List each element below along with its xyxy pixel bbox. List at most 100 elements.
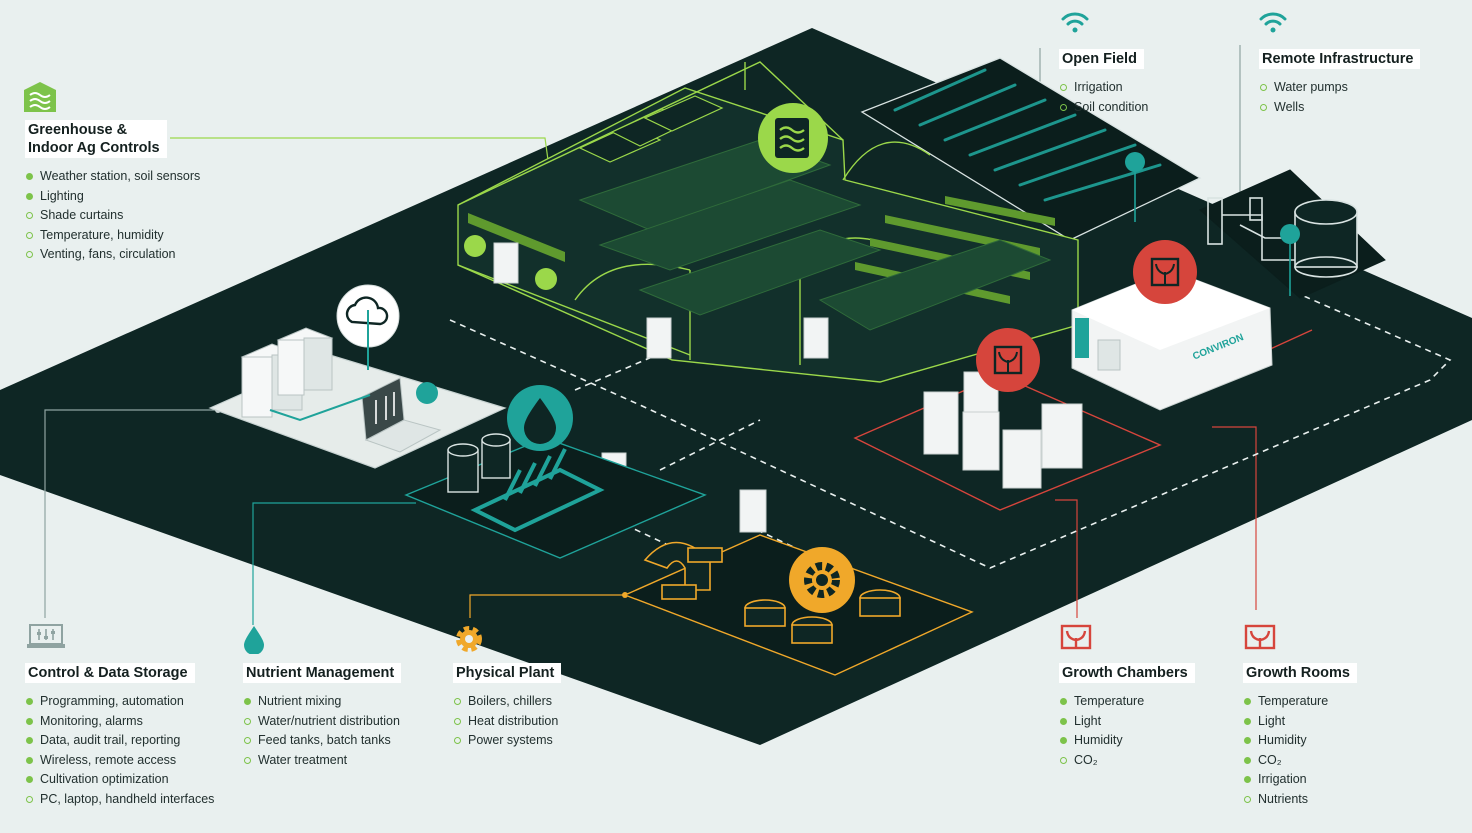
wifi-icon	[1060, 10, 1090, 36]
hollow-bullet-icon	[244, 737, 251, 745]
list-item-label: Wireless, remote access	[40, 752, 177, 767]
list-item-label: Temperature	[1074, 694, 1145, 708]
hollow-bullet-icon	[1244, 795, 1251, 803]
list-item-label: Cultivation optimization	[40, 772, 169, 787]
filled-bullet-icon	[26, 717, 33, 725]
filled-bullet-icon	[1244, 776, 1251, 784]
hollow-bullet-icon	[244, 717, 251, 725]
list-item: Venting, fans, circulation	[25, 245, 200, 265]
filled-bullet-icon	[1244, 756, 1251, 764]
list-item-label: Temperature, humidity	[40, 227, 164, 242]
filled-bullet-icon	[26, 698, 33, 705]
list-item: Lighting	[25, 187, 200, 207]
list-item: Water pumps	[1259, 78, 1420, 98]
crop-rows	[893, 68, 1162, 202]
list-item-label: Water pumps	[1274, 80, 1348, 94]
list-item: Wireless, remote access	[25, 751, 214, 771]
nutrient-tanks	[447, 433, 511, 493]
solar-panels	[578, 95, 724, 163]
filled-bullet-icon	[26, 737, 33, 745]
filled-bullet-icon	[1060, 698, 1067, 705]
list-item-label: Humidity	[1074, 733, 1123, 748]
water-drop-icon	[243, 626, 265, 655]
cloud-badge	[336, 284, 400, 370]
water-tank	[1294, 199, 1358, 278]
hollow-bullet-icon	[26, 795, 33, 803]
filled-bullet-icon	[26, 173, 33, 180]
list-item-label: Shade curtains	[40, 208, 124, 223]
list-item: Data, audit trail, reporting	[25, 731, 214, 751]
physical-title: Physical Plant	[453, 663, 562, 683]
wifi-icon	[1258, 10, 1288, 36]
chiller-units	[744, 589, 901, 644]
greenhouse-waves-icon	[24, 82, 56, 112]
list-item: Nutrients	[1243, 790, 1357, 810]
list-item: Power systems	[453, 731, 561, 751]
gear-badge	[789, 547, 855, 613]
list-item: Temperature	[1243, 692, 1357, 712]
list-item-label: Feed tanks, batch tanks	[258, 733, 391, 748]
open-field-plot	[860, 57, 1202, 241]
hollow-bullet-icon	[454, 737, 461, 745]
laptop-sliders-icon	[27, 624, 65, 650]
list-item: Cultivation optimization	[25, 770, 214, 790]
list-item: Water treatment	[243, 751, 401, 771]
list-item: Monitoring, alarms	[25, 712, 214, 732]
filled-bullet-icon	[26, 192, 33, 200]
hollow-bullet-icon	[26, 251, 33, 259]
list-item: Heat distribution	[453, 712, 561, 732]
list-item-label: Lighting	[40, 188, 84, 203]
list-item-label: Venting, fans, circulation	[40, 247, 176, 262]
growth-chamber-units	[923, 371, 1083, 489]
hollow-bullet-icon	[1260, 84, 1267, 91]
rooms-title: Growth Rooms	[1243, 663, 1357, 683]
list-item-label: CO₂	[1258, 752, 1282, 767]
list-item-label: Light	[1258, 713, 1286, 728]
laptop	[361, 377, 442, 453]
plant-box-icon	[1244, 624, 1276, 650]
filled-bullet-icon	[1060, 717, 1067, 725]
hollow-bullet-icon	[26, 212, 33, 220]
hollow-bullet-icon	[26, 231, 33, 239]
list-item: Irrigation	[1243, 770, 1357, 790]
list-item-label: Weather station, soil sensors	[40, 169, 201, 183]
list-item: Feed tanks, batch tanks	[243, 731, 401, 751]
open-field-title: Open Field	[1059, 49, 1144, 69]
list-item: PC, laptop, handheld interfaces	[25, 790, 214, 810]
water-drop-badge	[507, 385, 573, 451]
plant-box-icon	[1060, 624, 1092, 650]
data-link	[269, 394, 371, 422]
list-item: CO₂	[1059, 751, 1195, 771]
growth-room-badge	[1133, 240, 1197, 304]
filled-bullet-icon	[1060, 737, 1067, 745]
list-item-label: Monitoring, alarms	[40, 713, 143, 728]
list-item: Temperature	[1059, 692, 1195, 712]
list-item: Humidity	[1059, 731, 1195, 751]
list-item: Temperature, humidity	[25, 226, 200, 246]
list-item-label: Power systems	[468, 733, 553, 748]
nutrient-title: Nutrient Management	[243, 663, 402, 683]
list-item: Nutrient mixing	[243, 692, 401, 712]
greenhouse-plant-beds	[578, 139, 1052, 331]
list-item-label: Irrigation	[1074, 80, 1123, 94]
filled-bullet-icon	[1244, 737, 1251, 745]
list-item: Humidity	[1243, 731, 1357, 751]
hollow-bullet-icon	[454, 698, 461, 705]
greenhouse-title: Greenhouse & Indoor Ag Controls	[25, 120, 167, 158]
remote-title: Remote Infrastructure	[1259, 49, 1421, 69]
nutrient-manifold	[470, 448, 605, 533]
list-item-label: Data, audit trail, reporting	[40, 733, 181, 748]
filled-bullet-icon	[26, 776, 33, 784]
filled-bullet-icon	[244, 698, 251, 705]
list-item: Programming, automation	[25, 692, 214, 712]
